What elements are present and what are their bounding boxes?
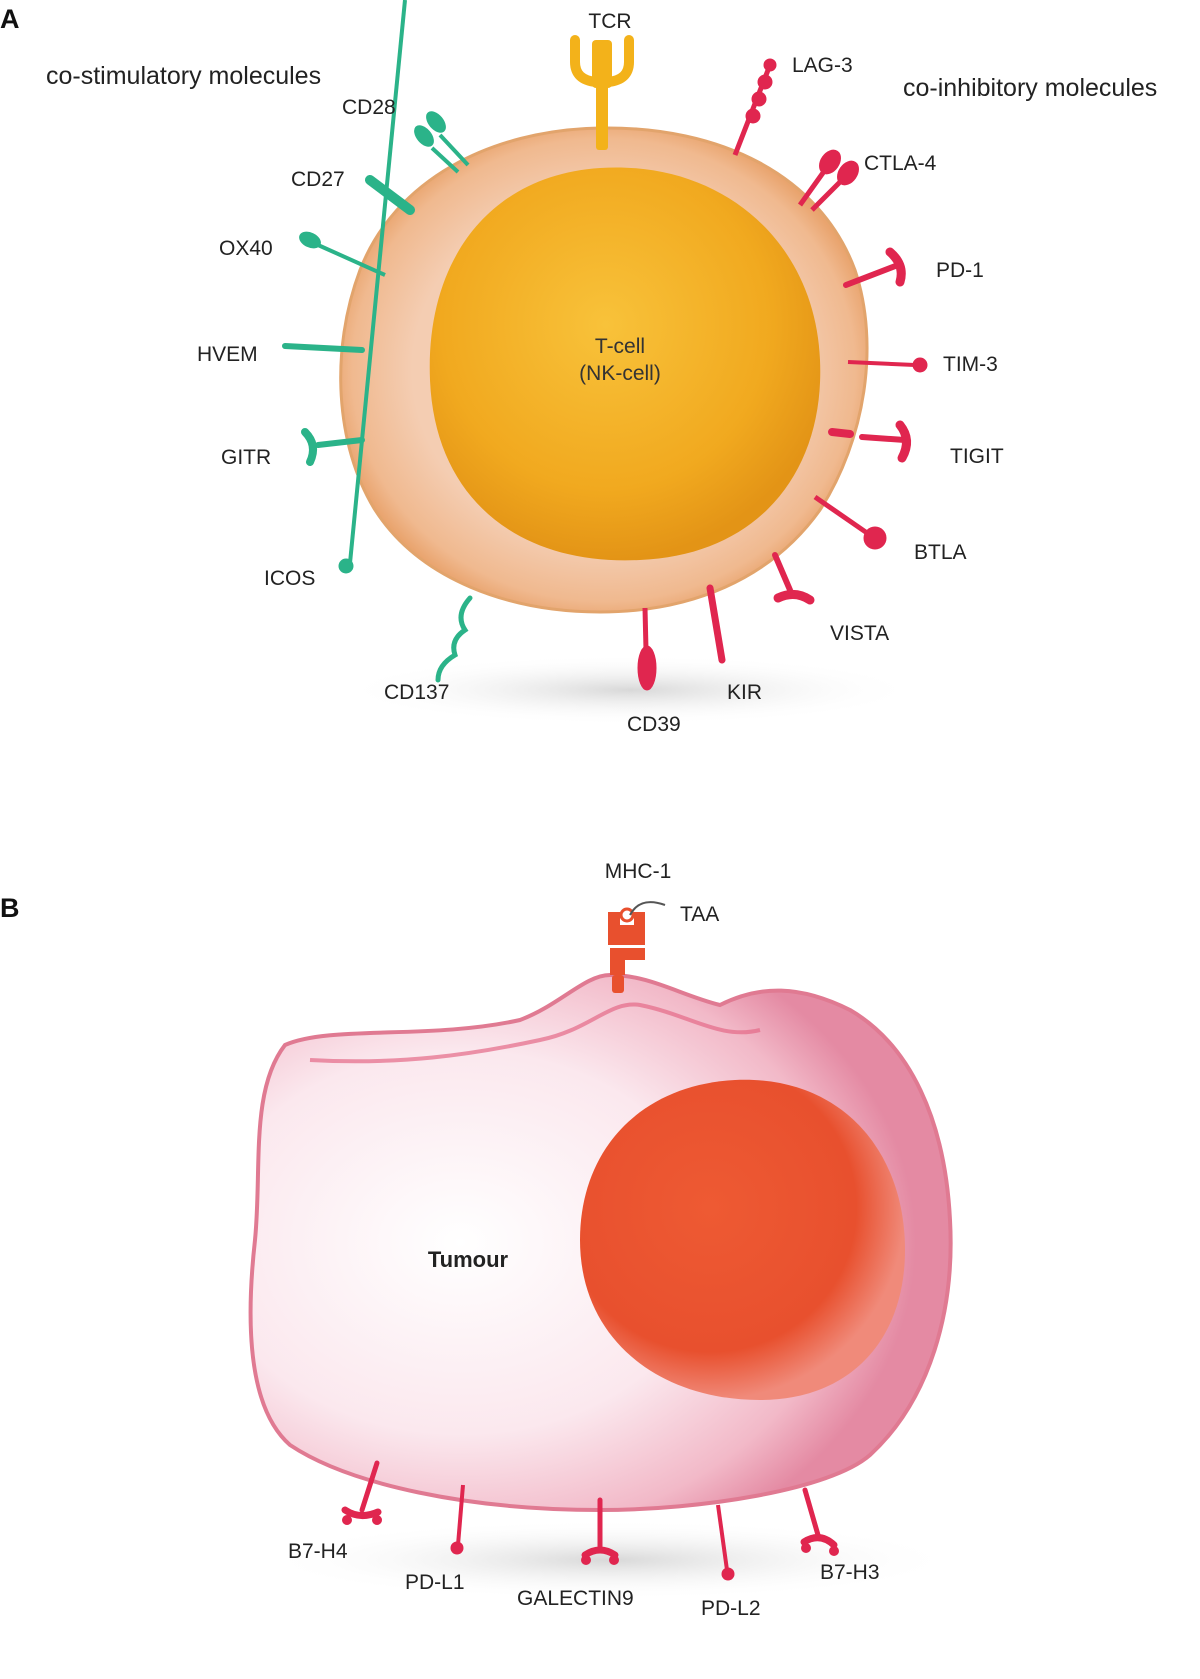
receptor-kir bbox=[706, 584, 726, 664]
label-b7h3: B7-H3 bbox=[820, 1561, 880, 1584]
receptor-vista bbox=[772, 552, 815, 605]
group-label-costimulatory: co-stimulatory molecules bbox=[46, 62, 322, 90]
label-hvem: HVEM bbox=[197, 343, 258, 366]
label-cd39: CD39 bbox=[627, 713, 681, 736]
label-pdl2: PD-L2 bbox=[701, 1597, 761, 1620]
group-label-coinhibitory: co-inhibitory molecules bbox=[903, 74, 1158, 102]
receptor-cd39 bbox=[637, 607, 657, 691]
panel-label-b: B bbox=[0, 893, 20, 923]
tcell-center-label: T-cell (NK-cell) bbox=[579, 333, 661, 387]
panel-label-a: A bbox=[0, 4, 20, 34]
ligand-pdl2 bbox=[716, 1504, 735, 1581]
label-ctla4: CTLA-4 bbox=[864, 152, 937, 175]
label-tcr: TCR bbox=[588, 10, 632, 33]
label-mhc1: MHC-1 bbox=[604, 860, 672, 883]
mhc1-complex bbox=[608, 907, 645, 993]
tcell-nucleus bbox=[429, 167, 821, 561]
ligand-pdl1 bbox=[450, 1484, 465, 1555]
label-pd1: PD-1 bbox=[936, 259, 984, 282]
tcell-name: T-cell bbox=[594, 335, 646, 358]
tcell-shadow bbox=[340, 655, 920, 725]
label-btla: BTLA bbox=[914, 541, 967, 564]
label-vista: VISTA bbox=[830, 622, 890, 645]
tumour-nucleus bbox=[580, 1079, 905, 1400]
receptor-btla bbox=[813, 494, 887, 550]
receptor-hvem bbox=[282, 343, 365, 353]
label-tim3: TIM-3 bbox=[943, 353, 998, 376]
tumour-label: Tumour bbox=[427, 1247, 509, 1272]
receptor-lag3 bbox=[732, 58, 777, 156]
receptor-gitr bbox=[301, 428, 365, 466]
label-pdl1: PD-L1 bbox=[405, 1571, 465, 1594]
label-galectin9: GALECTIN9 bbox=[517, 1587, 634, 1610]
taa-pointer bbox=[629, 901, 666, 916]
label-tigit: TIGIT bbox=[950, 445, 1004, 468]
receptor-icos bbox=[338, 0, 407, 574]
label-cd137: CD137 bbox=[384, 681, 450, 704]
tumour-ridge bbox=[309, 1002, 761, 1064]
tcr-receptor bbox=[570, 35, 634, 150]
label-gitr: GITR bbox=[221, 446, 272, 469]
ligand-b7h4 bbox=[341, 1460, 382, 1525]
label-lag3: LAG-3 bbox=[792, 54, 853, 77]
label-kir: KIR bbox=[727, 681, 763, 704]
label-cd28: CD28 bbox=[342, 96, 396, 119]
receptor-cd137 bbox=[435, 595, 473, 683]
receptor-cd28 bbox=[414, 111, 470, 174]
label-cd27: CD27 bbox=[291, 168, 345, 191]
receptor-cd27 bbox=[365, 175, 415, 215]
receptor-pd1 bbox=[843, 247, 906, 288]
ligand-galectin9 bbox=[581, 1497, 619, 1565]
label-taa: TAA bbox=[680, 903, 720, 926]
label-b7h4: B7-H4 bbox=[288, 1540, 348, 1563]
receptor-ox40 bbox=[299, 231, 386, 277]
receptor-tim3 bbox=[847, 357, 928, 373]
receptor-ctla4 bbox=[797, 149, 859, 212]
tcell-subname: (NK-cell) bbox=[579, 362, 661, 385]
ligand-b7h3 bbox=[800, 1487, 839, 1556]
receptor-tigit bbox=[828, 420, 911, 463]
label-ox40: OX40 bbox=[219, 237, 273, 260]
label-icos: ICOS bbox=[264, 567, 316, 590]
